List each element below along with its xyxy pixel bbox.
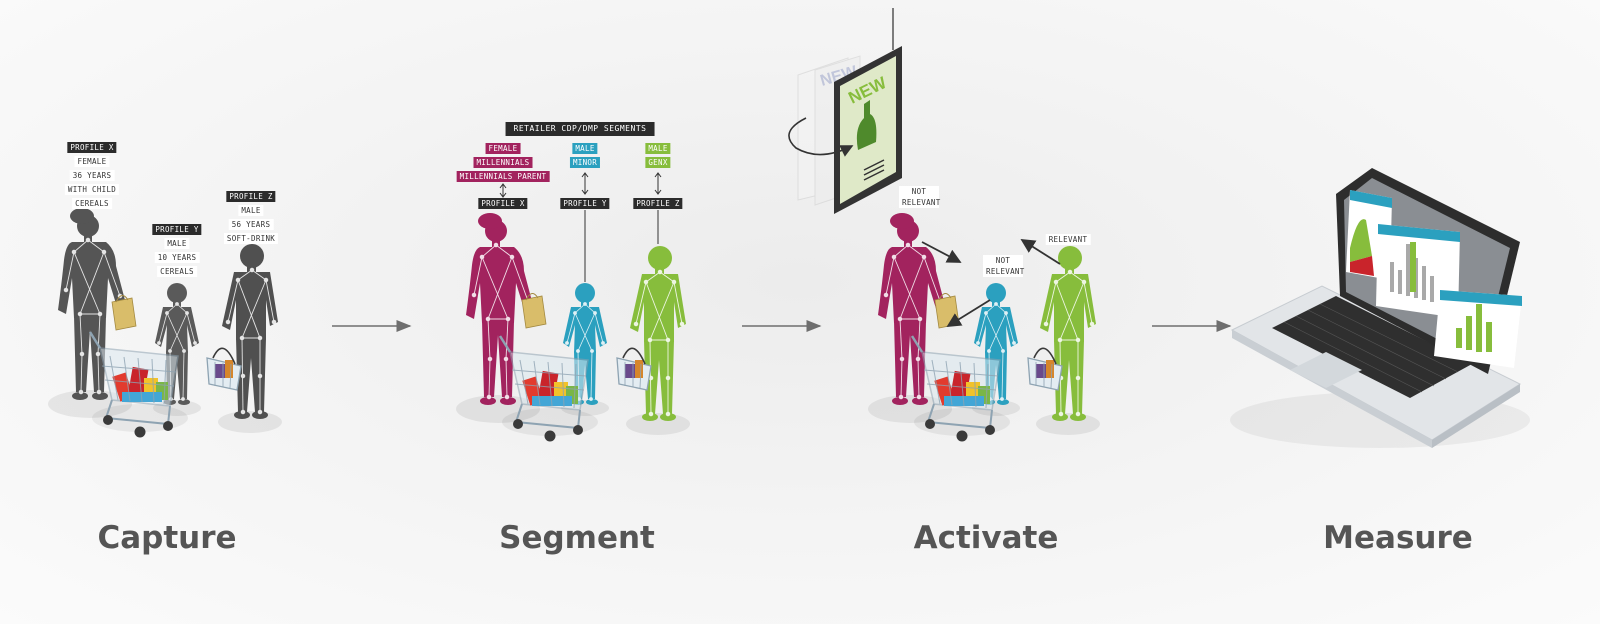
segment-tag-z: GENX bbox=[645, 157, 671, 168]
laptop-dashboard-icon bbox=[1230, 168, 1530, 448]
not-relevant-tag: NOT RELEVANT bbox=[983, 255, 1024, 277]
not-relevant-tag: NOT RELEVANT bbox=[899, 186, 940, 208]
profile-x-label: PROFILE X bbox=[67, 142, 117, 153]
relevant-arrow-z bbox=[1020, 239, 1061, 265]
segment-profile-z-figure bbox=[625, 245, 691, 436]
segment-tag-z: MALE bbox=[645, 143, 671, 154]
profile-z-attr: MALE bbox=[238, 205, 264, 216]
shopping-basket-icon bbox=[206, 347, 242, 391]
digital-signage-icon: NEW bbox=[834, 46, 902, 214]
profile-y-attr: 10 YEARS bbox=[154, 252, 200, 263]
segment-tag-x: MILLENNIALS PARENT bbox=[456, 171, 550, 182]
segment-tag-y: MINOR bbox=[569, 157, 601, 168]
step-label-activate: Activate bbox=[913, 520, 1059, 556]
segment-tag-x: MILLENNIALS bbox=[473, 157, 533, 168]
profile-y-attr: MALE bbox=[164, 238, 190, 249]
activate-profile-z-figure bbox=[1035, 245, 1101, 436]
segment-tag-x: FEMALE bbox=[485, 143, 521, 154]
profile-z-figure bbox=[217, 243, 283, 434]
segments-banner: RETAILER CDP/DMP SEGMENTS bbox=[505, 122, 655, 136]
profile-z-attr: 56 YEARS bbox=[228, 219, 274, 230]
segment-tag-y: MALE bbox=[572, 143, 598, 154]
profile-z-label: PROFILE Z bbox=[226, 191, 276, 202]
rotate-arrow-icon bbox=[788, 117, 854, 157]
segment-scene bbox=[455, 172, 691, 443]
profile-x-attr: WITH CHILD bbox=[64, 184, 120, 195]
step-label-measure: Measure bbox=[1323, 520, 1473, 556]
profile-z-attr: SOFT-DRINK bbox=[223, 233, 279, 244]
step-label-capture: Capture bbox=[97, 520, 237, 556]
relevant-tag: RELEVANT bbox=[1045, 234, 1091, 245]
profile-y-label: PROFILE Y bbox=[152, 224, 202, 235]
segment-profile-y-label: PROFILE Y bbox=[560, 198, 610, 209]
segment-profile-x-label: PROFILE X bbox=[478, 198, 528, 209]
profile-x-attr: CEREALS bbox=[72, 198, 112, 209]
not-relevant-arrow-y bbox=[946, 299, 991, 327]
profile-x-attr: FEMALE bbox=[74, 156, 110, 167]
step-label-segment: Segment bbox=[499, 520, 655, 556]
segment-profile-z-label: PROFILE Z bbox=[633, 198, 683, 209]
not-relevant-arrow-x bbox=[921, 241, 962, 263]
profile-x-attr: 36 YEARS bbox=[69, 170, 115, 181]
activate-scene: NEW NEW bbox=[788, 8, 1101, 443]
profile-y-attr: CEREALS bbox=[157, 266, 197, 277]
